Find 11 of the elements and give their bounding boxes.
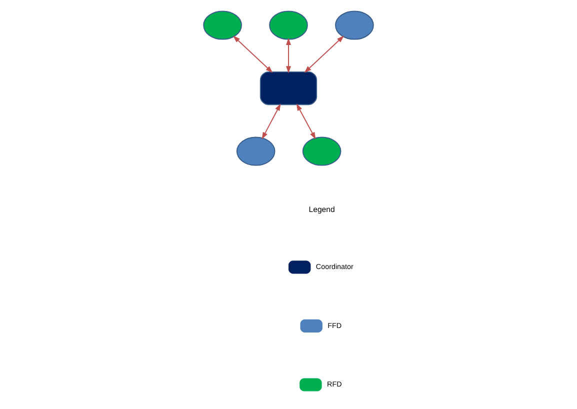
- arrow: [286, 38, 292, 74]
- node-circle: [335, 10, 374, 40]
- arrow: [296, 104, 316, 140]
- node-circle: [269, 10, 308, 40]
- arrow: [304, 36, 344, 73]
- arrow: [262, 104, 281, 140]
- arrow: [232, 36, 273, 73]
- node-circle: [203, 10, 242, 40]
- node-circle: [236, 136, 276, 166]
- node-circle: [302, 136, 342, 166]
- node-box: [260, 71, 318, 106]
